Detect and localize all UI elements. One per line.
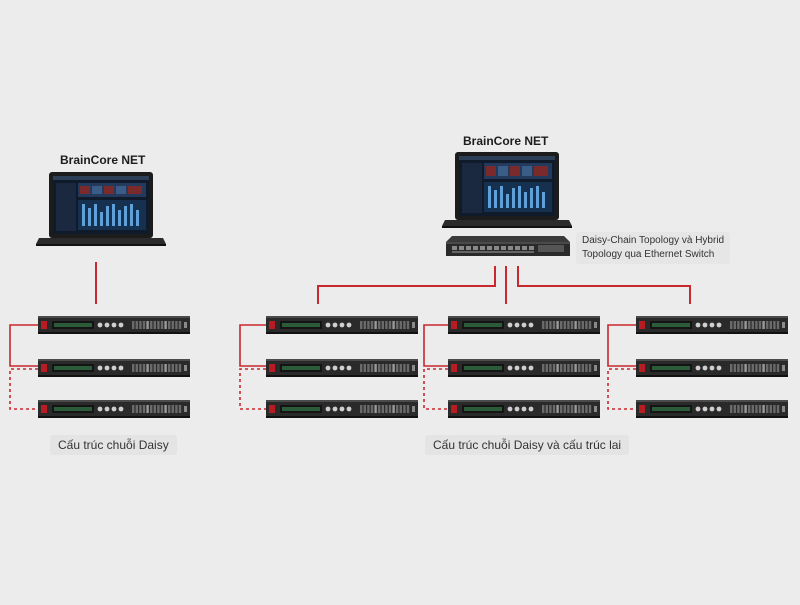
switch-topology-note: Daisy-Chain Topology và Hybrid Topology … <box>576 232 731 264</box>
processor-unit <box>266 316 418 334</box>
caption-daisy-chain: Cấu trúc chuỗi Daisy <box>50 435 177 455</box>
processor-unit <box>448 359 600 377</box>
processor-unit <box>38 359 190 377</box>
switch-note-line-2: Topology qua Ethernet Switch <box>582 249 715 260</box>
processor-unit <box>636 359 788 377</box>
ethernet-switch-icon <box>446 236 570 256</box>
chain-links <box>9 324 636 410</box>
processor-unit <box>636 316 788 334</box>
switch-links <box>317 266 691 304</box>
laptop-icon <box>36 172 166 246</box>
processor-unit <box>636 400 788 418</box>
software-label-left: BrainCore NET <box>60 153 146 167</box>
processor-unit <box>448 400 600 418</box>
software-label-right: BrainCore NET <box>463 134 549 148</box>
processor-unit <box>266 400 418 418</box>
processor-unit <box>266 359 418 377</box>
processor-unit <box>448 316 600 334</box>
processor-units <box>38 316 788 418</box>
processor-unit <box>38 400 190 418</box>
caption-daisy-hybrid: Cấu trúc chuỗi Daisy và cấu trúc lai <box>425 435 630 455</box>
laptop-icon <box>442 152 572 228</box>
switch-note-line-1: Daisy-Chain Topology và Hybrid <box>582 235 725 246</box>
processor-unit <box>38 316 190 334</box>
